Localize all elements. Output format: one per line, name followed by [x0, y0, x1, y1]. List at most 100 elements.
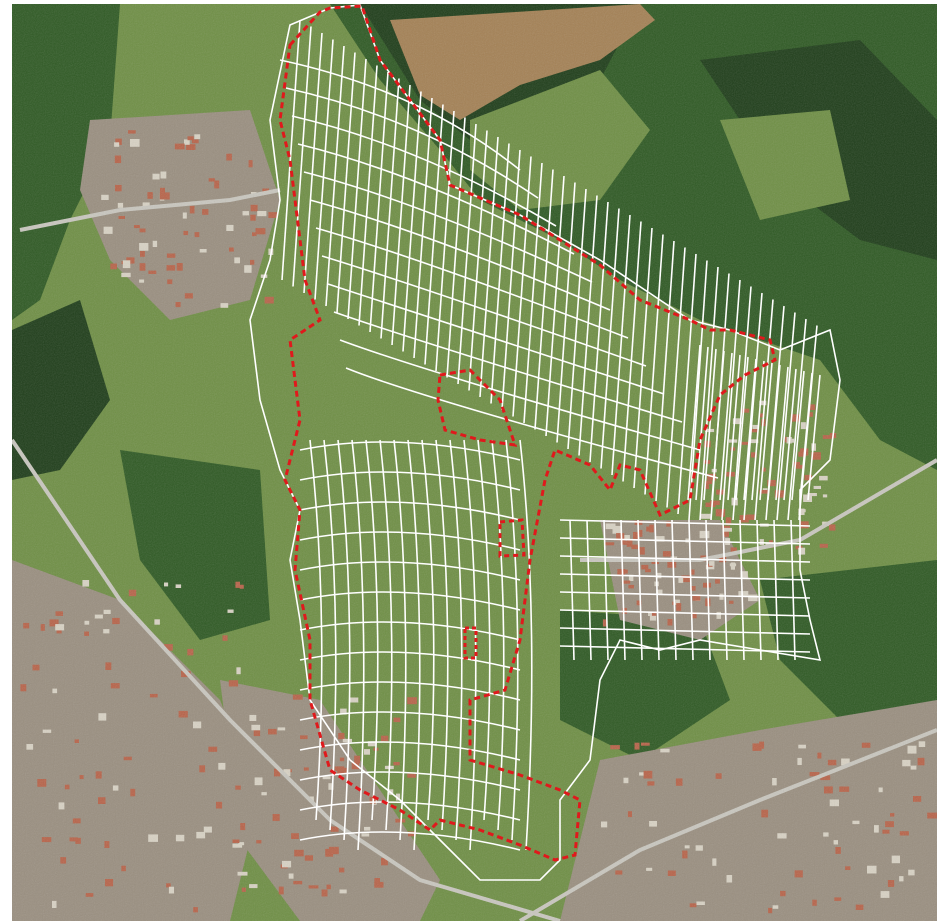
- parcel-strip: [369, 71, 389, 333]
- parcel-divider: [299, 831, 521, 851]
- parcel-strip: [325, 45, 345, 307]
- parcel-strip: [699, 266, 719, 521]
- parcel-strip: [449, 439, 463, 841]
- parcel-strip: [743, 292, 763, 521]
- parcel-strip: [505, 439, 519, 841]
- parcel-strip: [666, 247, 686, 508]
- parcel-divider: [285, 87, 539, 199]
- parcel-divider: [299, 801, 521, 821]
- parcel-strip: [677, 253, 697, 515]
- parcel-strip: [790, 519, 796, 661]
- parcel-strip: [751, 360, 765, 501]
- parcel-strip: [688, 519, 694, 661]
- parcel-divider: [559, 537, 811, 545]
- parcel-strip: [743, 358, 757, 501]
- parcel-strip: [633, 227, 653, 489]
- parcel-strip: [787, 318, 807, 521]
- parcel-strip: [534, 169, 554, 430]
- parcel-strip: [637, 519, 643, 661]
- parcel-strip: [435, 439, 449, 831]
- parcel-strip: [446, 117, 466, 378]
- parcel-strip: [687, 344, 701, 501]
- parcel-strip: [739, 519, 745, 661]
- parcel-strip: [490, 143, 510, 404]
- parcel-strip: [323, 439, 337, 831]
- parcel-strip: [695, 346, 709, 501]
- parcel-strip: [603, 519, 609, 661]
- parcel-strip: [620, 519, 626, 661]
- parcel-divider: [327, 283, 665, 395]
- parcel-strip: [336, 52, 356, 313]
- parcel-strip: [351, 439, 365, 851]
- parcel-divider: [299, 771, 521, 791]
- cadastral-parcels: [249, 4, 841, 881]
- parcel-divider: [279, 59, 521, 171]
- parcel-strip: [523, 162, 543, 424]
- parcel-strip: [407, 439, 421, 851]
- aerial-imagery-layer: [12, 4, 937, 921]
- parcel-strip: [347, 58, 367, 320]
- parcel-strip: [358, 65, 378, 326]
- parcel-divider: [345, 367, 719, 479]
- parcel-strip: [491, 439, 505, 831]
- parcel-strip: [783, 368, 797, 501]
- parcel-strip: [807, 374, 821, 501]
- parcel-divider: [321, 255, 647, 367]
- parcel-divider: [299, 501, 521, 521]
- parcel-strip: [799, 372, 813, 501]
- parcel-strip: [479, 136, 499, 398]
- parcel-strip: [435, 110, 455, 372]
- parcel-divider: [303, 171, 593, 283]
- excluded-plot-small: [498, 518, 526, 558]
- parcel-strip: [309, 439, 323, 821]
- parcel-strip: [569, 519, 575, 661]
- parcel-strip: [719, 352, 733, 501]
- parcel-divider: [559, 573, 811, 581]
- parcel-strip: [413, 97, 433, 359]
- parcel-envelope: [249, 4, 841, 881]
- parcel-strip: [402, 91, 422, 352]
- parcel-strip: [754, 299, 774, 521]
- parcel-divider: [299, 561, 521, 581]
- parcel-divider: [559, 591, 811, 599]
- parcel-divider: [309, 199, 611, 311]
- parcel-strip: [314, 39, 334, 300]
- parcel-strip: [519, 439, 533, 851]
- parcel-strip: [655, 240, 675, 502]
- parcel-strip: [688, 260, 708, 521]
- parcel-strip: [722, 519, 728, 661]
- parcel-strips: [279, 19, 821, 851]
- parcel-strip: [671, 519, 677, 661]
- parcel-strip: [424, 104, 444, 365]
- parcel-strip: [767, 364, 781, 501]
- parcel-strip: [365, 439, 379, 821]
- parcel-strip: [732, 286, 752, 521]
- parcel-strip: [556, 182, 576, 443]
- parcel-strip: [468, 130, 488, 391]
- parcel-strip: [545, 175, 565, 437]
- parcel-divider: [291, 115, 557, 227]
- parcel-divider: [299, 531, 521, 551]
- parcel-strip: [721, 279, 741, 521]
- parcel-strip: [611, 214, 631, 476]
- parcel-strip: [756, 519, 762, 661]
- parcel-strip: [644, 234, 664, 495]
- parcel-divider: [559, 555, 811, 563]
- parcel-strip: [393, 439, 407, 841]
- parcel-strip: [654, 519, 660, 661]
- parcel-strip: [622, 221, 642, 482]
- parcel-divider: [559, 645, 811, 653]
- parcel-strip: [711, 350, 725, 501]
- parcel-strip: [391, 84, 411, 346]
- parcel-divider: [299, 471, 521, 491]
- parcel-strip: [600, 208, 620, 469]
- parcel-strip: [292, 26, 312, 287]
- parcel-strip: [303, 32, 323, 294]
- parcel-strip: [477, 439, 491, 821]
- parcel-divider: [559, 609, 811, 617]
- excluded-plot-narrow: [463, 626, 478, 660]
- parcel-divider: [297, 143, 575, 255]
- parcel-strip: [578, 195, 598, 456]
